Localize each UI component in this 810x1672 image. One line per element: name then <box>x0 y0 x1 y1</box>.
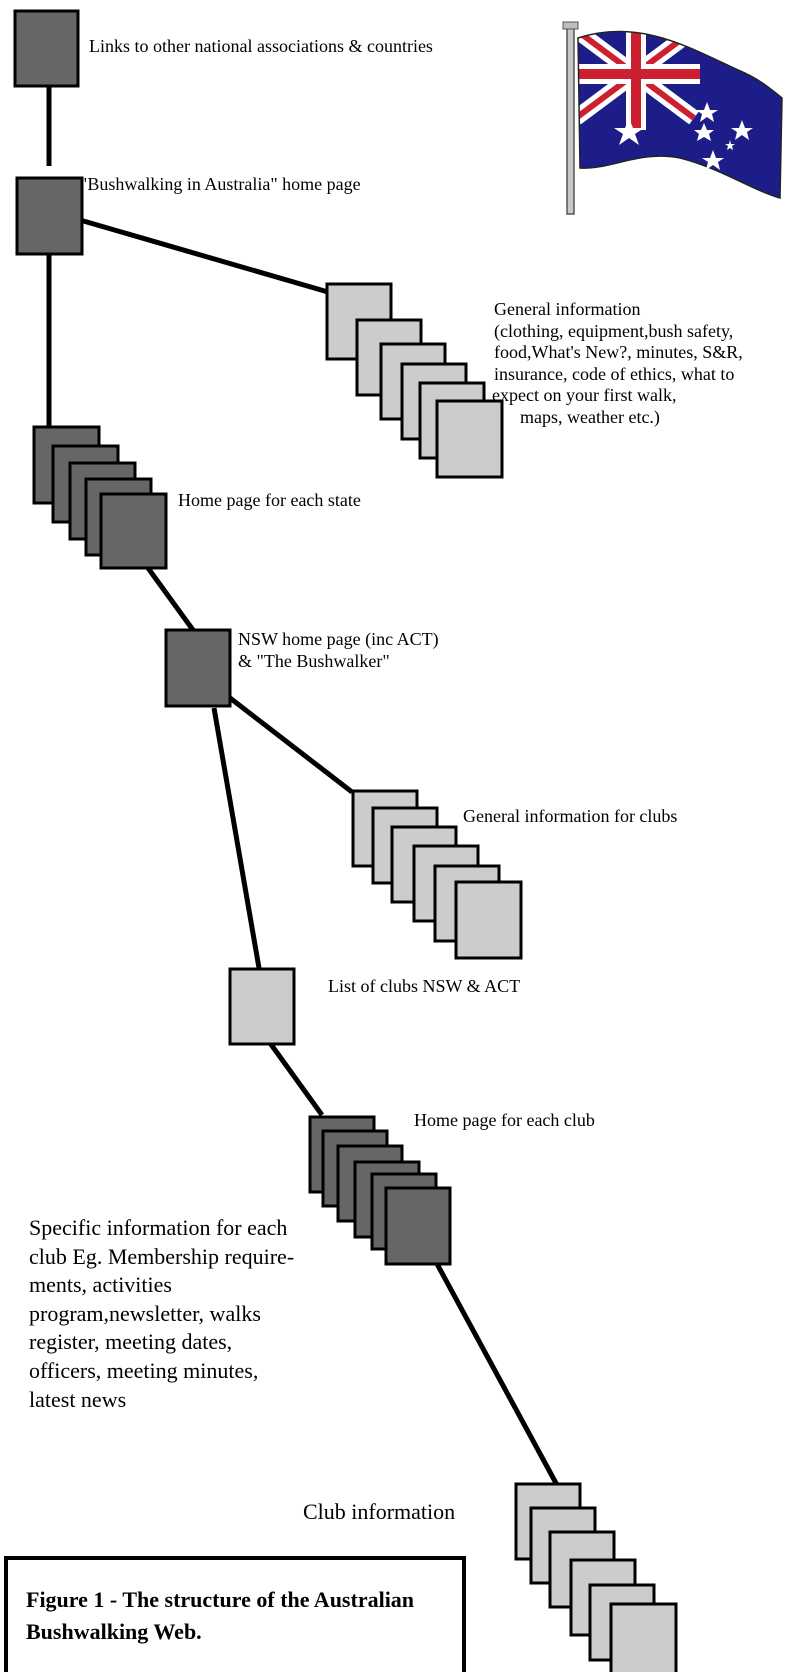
specific-info-line-6: officers, meeting minutes, <box>29 1357 259 1383</box>
union-jack <box>578 31 700 130</box>
general-info-line-3: food,What's New?, minutes, S&R, <box>494 342 743 363</box>
figure-caption-box: Figure 1 - The structure of the Australi… <box>4 1556 466 1672</box>
page-general-6 <box>435 399 504 479</box>
nsw-home-line-2: & "The Bushwalker" <box>238 650 390 671</box>
page-clubs-general-6 <box>454 880 523 960</box>
label-nsw-home: NSW home page (inc ACT) & "The Bushwalke… <box>238 629 439 672</box>
general-info-line-1: General information <box>494 299 641 319</box>
star-3 <box>694 123 714 141</box>
stack-club-homes <box>308 1115 452 1266</box>
label-list-clubs: List of clubs NSW & ACT <box>328 976 521 996</box>
star-5 <box>725 140 735 150</box>
stack-state-pages <box>32 425 168 570</box>
flag-pole <box>566 25 575 215</box>
specific-info-line-1: Specific information for each <box>29 1215 288 1240</box>
page-club-home-6 <box>384 1186 452 1266</box>
connector-nsw-to-clubinfo <box>228 696 354 794</box>
star-4 <box>702 150 724 170</box>
connector-home-to-general <box>79 217 329 295</box>
star-commonwealth <box>614 118 644 145</box>
label-general-clubs: General information for clubs <box>463 806 678 826</box>
connector-lines <box>46 82 560 1487</box>
stack-general-info <box>325 282 504 479</box>
page-state-5 <box>99 492 168 570</box>
nsw-home-line-1: NSW home page (inc ACT) <box>238 629 439 649</box>
specific-info-line-5: register, meeting dates, <box>29 1329 233 1355</box>
flag-outline <box>577 30 783 199</box>
label-links-other: Links to other national associations & c… <box>89 36 433 56</box>
box-home-page <box>15 176 84 256</box>
star-2 <box>731 120 753 140</box>
label-general-info: General information (clothing, equipment… <box>492 299 743 429</box>
connector-nsw-to-list <box>211 707 262 969</box>
stack-clubs-general <box>351 789 523 960</box>
general-info-line-2: (clothing, equipment,bush safety, <box>494 320 734 341</box>
australian-flag-icon <box>562 21 783 215</box>
label-home-page: "Bushwalking in Australia" home page <box>80 174 361 194</box>
stack-club-info <box>514 1482 678 1672</box>
figure-caption: Figure 1 - The structure of the Australi… <box>26 1587 415 1644</box>
box-links-other <box>13 9 80 88</box>
box-nsw-home <box>164 628 232 708</box>
flag-stars <box>614 102 753 170</box>
general-info-line-4: insurance, code of ethics, what to <box>494 363 735 384</box>
specific-info-line-7: latest news <box>29 1386 127 1412</box>
page-club-info-6 <box>609 1602 678 1672</box>
general-info-line-6: maps, weather etc.) <box>520 406 660 427</box>
box-list-clubs <box>228 967 296 1046</box>
connector-clubhomes-to-clubinfo <box>433 1260 560 1487</box>
general-info-line-5: expect on your first walk, <box>492 385 677 406</box>
connector-list-to-clubhomes <box>267 1041 325 1117</box>
specific-info-line-2: club Eg. Membership require- <box>29 1243 295 1269</box>
star-1 <box>696 102 718 122</box>
label-club-home: Home page for each club <box>414 1110 595 1130</box>
label-club-info: Club information <box>303 1499 456 1524</box>
flag-pole-top <box>562 21 579 30</box>
label-state-home: Home page for each state <box>178 490 361 510</box>
specific-info-line-4: program,newsletter, walks <box>29 1300 261 1326</box>
specific-info-line-3: ments, activities <box>29 1272 172 1298</box>
label-specific-info: Specific information for each club Eg. M… <box>29 1214 294 1414</box>
connector-states-to-nsw <box>145 566 196 632</box>
